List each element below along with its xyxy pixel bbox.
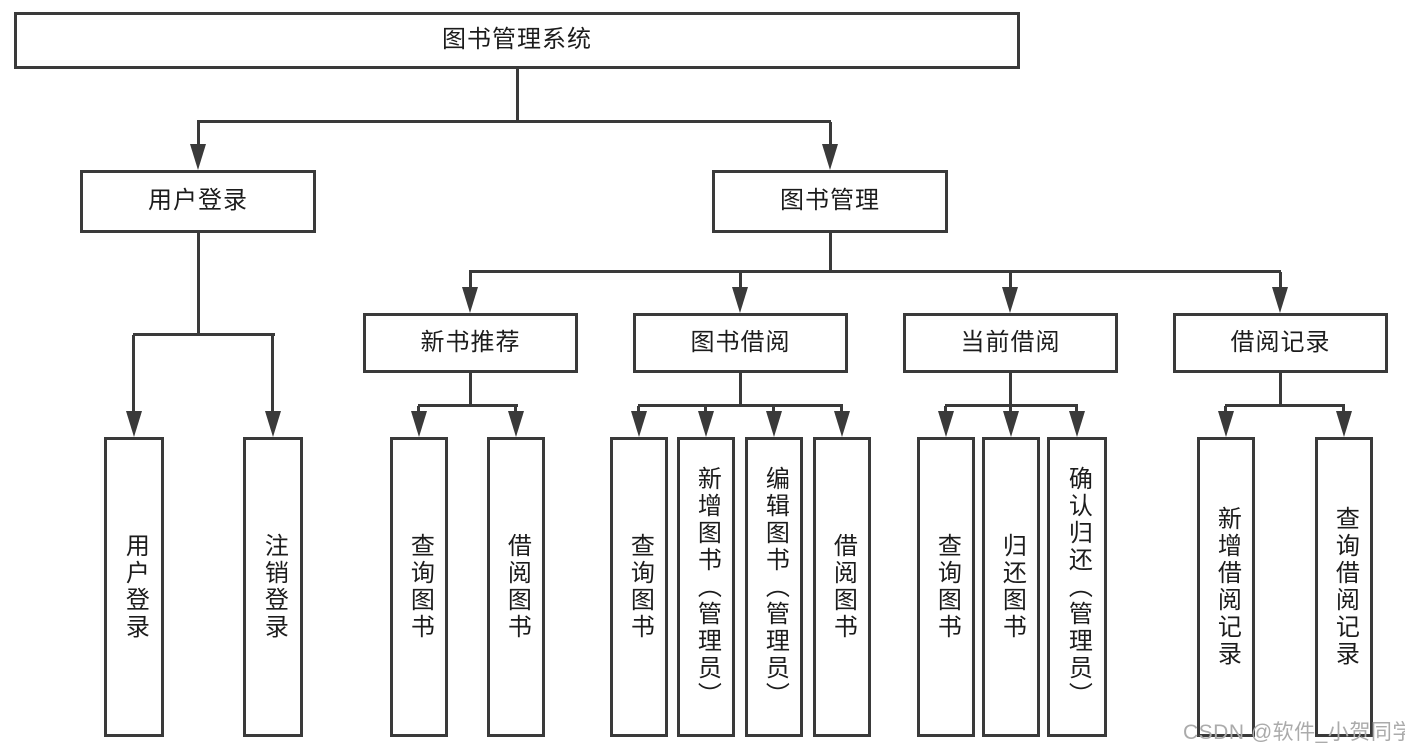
connector-hline (469, 270, 1281, 273)
arrowhead-down (126, 411, 142, 437)
connector-vline (516, 69, 519, 123)
connector-vline (1224, 406, 1227, 414)
connector-vline (772, 406, 775, 414)
arrowhead-down (508, 411, 524, 437)
leaf-query-borrow-record: 查询借阅记录 (1315, 437, 1373, 737)
arrowhead-down (1002, 287, 1018, 313)
connector-vline (1009, 406, 1012, 414)
connector-vline (637, 406, 640, 414)
node-root: 图书管理系统 (14, 12, 1020, 69)
node-current-borrow: 当前借阅 (903, 313, 1118, 373)
arrowhead-down (1272, 287, 1288, 313)
arrowhead-down (938, 411, 954, 437)
connector-vline (739, 373, 742, 406)
arrowhead-down (631, 411, 647, 437)
leaf-confirm-return-admin: 确认归还（管理员） (1047, 437, 1107, 737)
connector-hline (133, 333, 275, 336)
arrowhead-down (766, 411, 782, 437)
connector-vline (197, 122, 200, 146)
connector-vline (944, 406, 947, 414)
connector-vline (1009, 373, 1012, 406)
connector-vline (271, 335, 274, 413)
arrowhead-down (411, 411, 427, 437)
connector-hline (1225, 404, 1345, 407)
arrowhead-down (698, 411, 714, 437)
arrowhead-down (822, 144, 838, 170)
connector-vline (417, 406, 420, 414)
connector-vline (469, 373, 472, 406)
leaf-user-login: 用户登录 (104, 437, 164, 737)
leaf-query-books-current: 查询图书 (917, 437, 975, 737)
connector-vline (829, 122, 832, 146)
connector-hline (945, 404, 1078, 407)
leaf-add-book-admin: 新增图书（管理员） (677, 437, 735, 737)
leaf-edit-book-admin: 编辑图书（管理员） (745, 437, 803, 737)
leaf-logout: 注销登录 (243, 437, 303, 737)
connector-vline (469, 272, 472, 289)
leaf-return-book: 归还图书 (982, 437, 1040, 737)
connector-vline (704, 406, 707, 414)
arrowhead-down (834, 411, 850, 437)
node-new-book-recommend: 新书推荐 (363, 313, 578, 373)
connector-vline (1075, 406, 1078, 414)
arrowhead-down (1003, 411, 1019, 437)
connector-hline (638, 404, 843, 407)
leaf-borrow-books-recommend: 借阅图书 (487, 437, 545, 737)
arrowhead-down (190, 144, 206, 170)
connector-vline (739, 272, 742, 289)
node-user-login: 用户登录 (80, 170, 316, 233)
arrowhead-down (1218, 411, 1234, 437)
connector-vline (197, 233, 200, 335)
leaf-query-books-borrow: 查询图书 (610, 437, 668, 737)
connector-vline (1342, 406, 1345, 414)
node-book-management: 图书管理 (712, 170, 948, 233)
connector-hline (197, 120, 831, 123)
node-borrow-records: 借阅记录 (1173, 313, 1388, 373)
connector-vline (1009, 272, 1012, 289)
leaf-query-books-recommend: 查询图书 (390, 437, 448, 737)
node-book-borrow: 图书借阅 (633, 313, 848, 373)
leaf-borrow-books: 借阅图书 (813, 437, 871, 737)
connector-vline (1279, 272, 1282, 289)
arrowhead-down (1069, 411, 1085, 437)
arrowhead-down (265, 411, 281, 437)
connector-vline (1279, 373, 1282, 406)
connector-vline (514, 406, 517, 414)
arrowhead-down (732, 287, 748, 313)
arrowhead-down (462, 287, 478, 313)
connector-vline (829, 233, 832, 273)
leaf-add-borrow-record: 新增借阅记录 (1197, 437, 1255, 737)
watermark: CSDN @软件_小贺同学 (1183, 721, 1405, 744)
arrowhead-down (1336, 411, 1352, 437)
connector-vline (132, 335, 135, 413)
connector-hline (418, 404, 518, 407)
connector-vline (840, 406, 843, 414)
